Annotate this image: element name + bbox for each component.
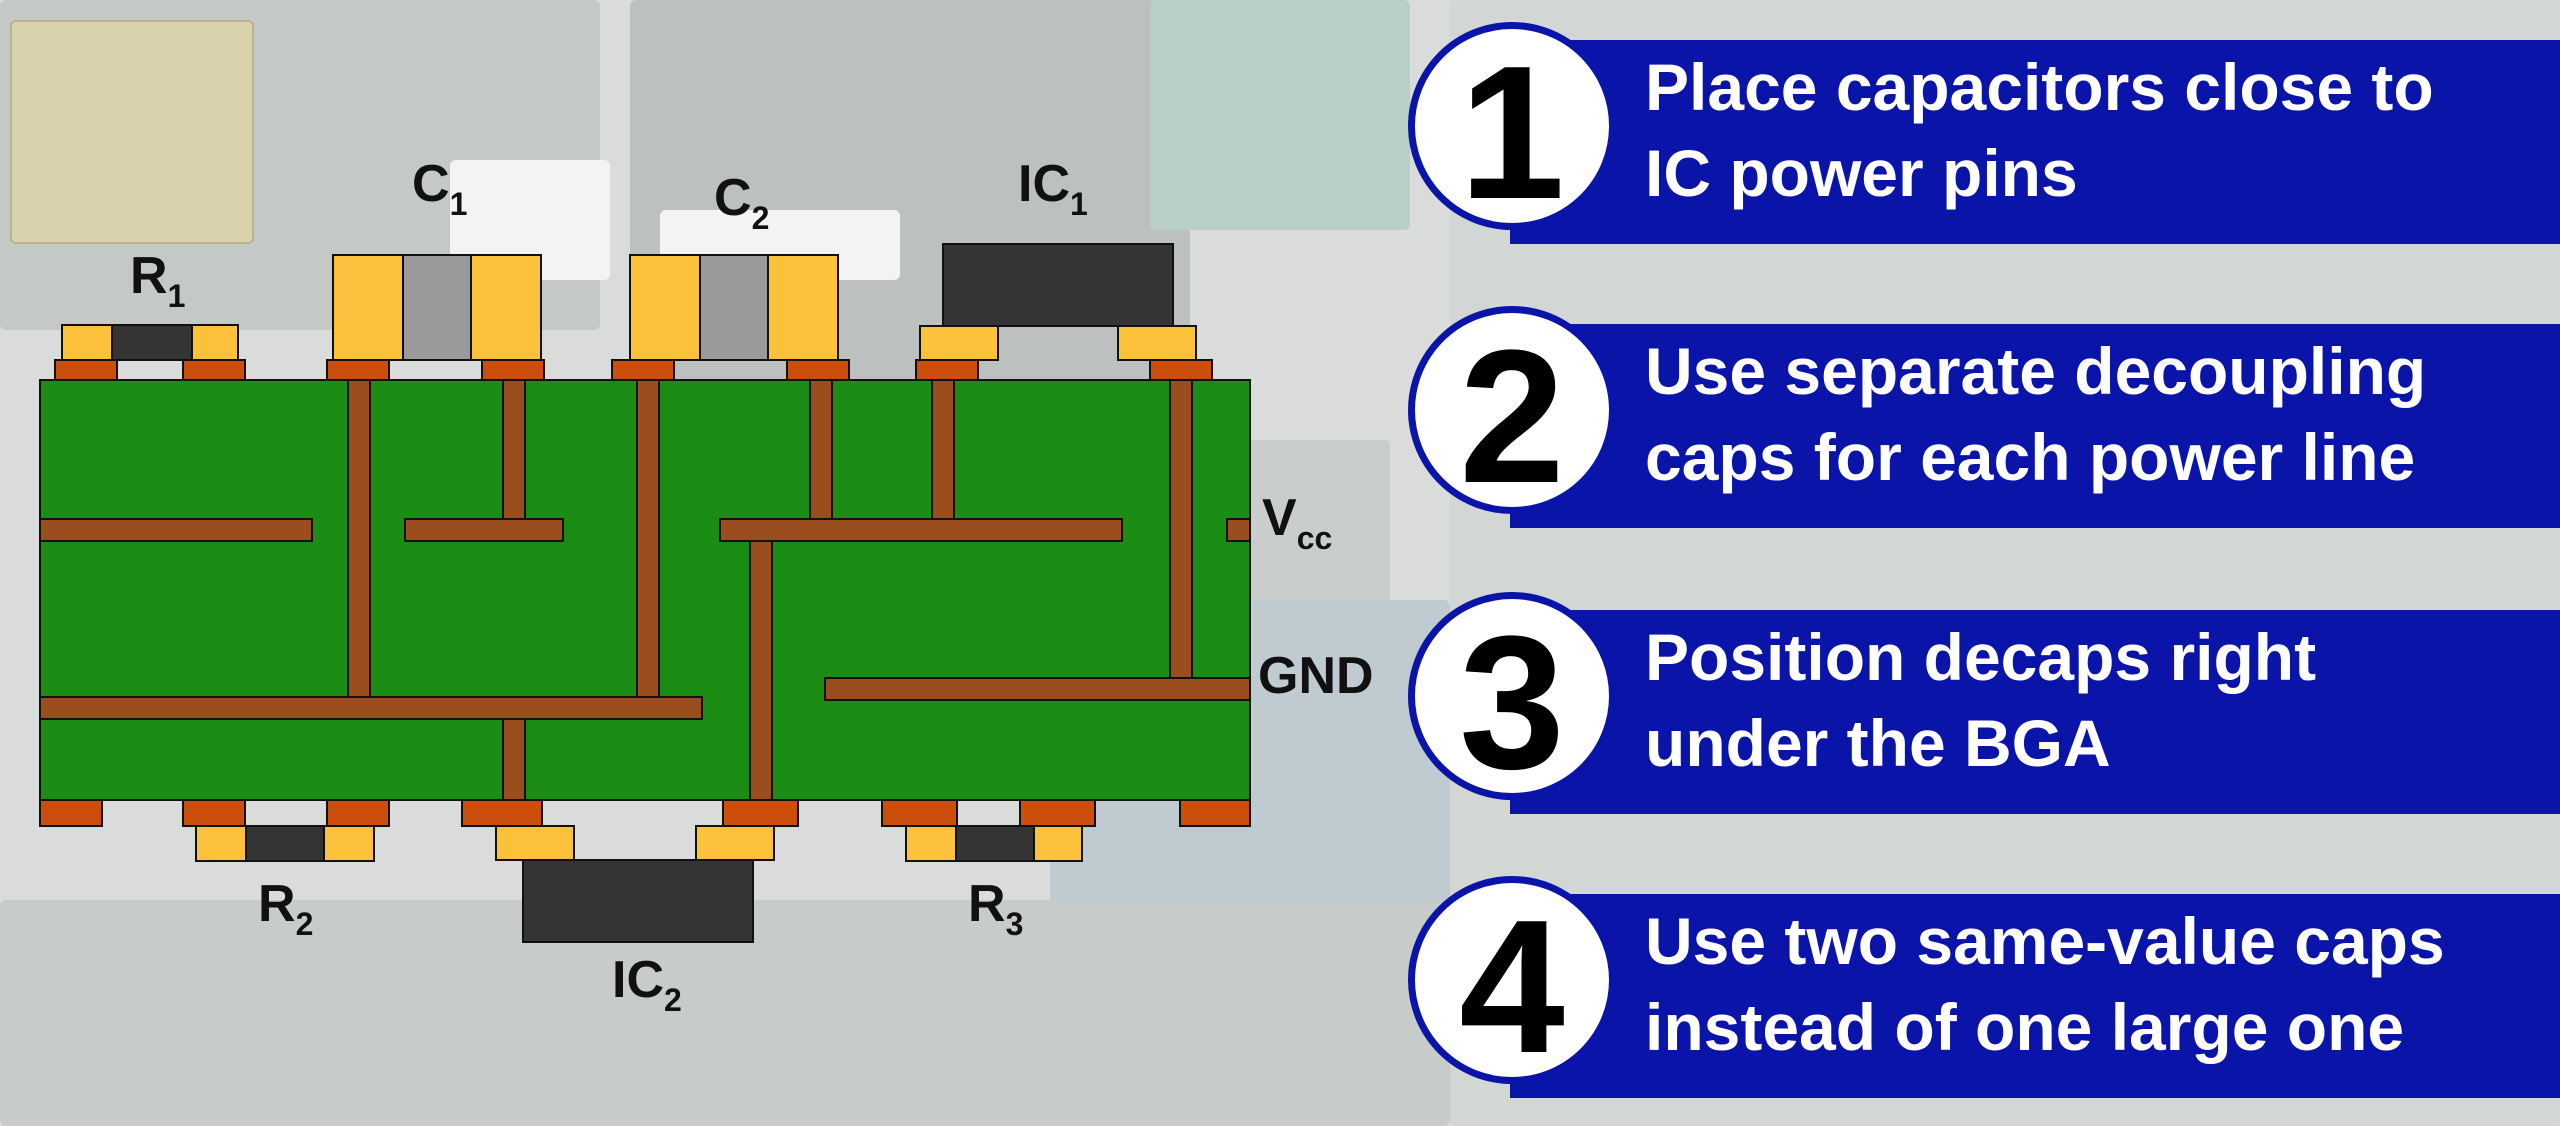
step-3: 3 Position decaps right under the BGA [1408,592,2560,814]
step-bar [1510,610,2560,814]
capacitor-c2 [629,254,839,361]
label-ic2: IC2 [612,951,682,1018]
step-bar [1510,894,2560,1098]
step-text: Place capacitors close to IC power pins [1645,44,2530,216]
step-text: Use separate decoupling caps for each po… [1645,328,2530,500]
ic1-chip [919,243,1197,361]
label-r2: R2 [258,875,314,942]
step-text-line2: IC power pins [1645,136,2078,210]
label-gnd: GND [1258,647,1374,705]
top-pads [54,359,1213,381]
step-text-line1: Position decaps right [1645,620,2317,694]
step-1: 1 Place capacitors close to IC power pin… [1408,22,2560,244]
resistor-r2 [195,825,375,862]
step-text: Position decaps right under the BGA [1645,614,2530,786]
resistor-r1 [61,324,239,361]
capacitor-c1 [332,254,542,361]
resistor-r3 [905,825,1083,862]
step-number-circle: 1 [1408,22,1616,230]
step-number-circle: 4 [1408,876,1616,1084]
step-number: 4 [1459,881,1565,1093]
label-r1: R1 [130,247,186,314]
step-text-line1: Use two same-value caps [1645,904,2445,978]
label-c2: C2 [714,169,770,236]
step-text-line2: caps for each power line [1645,420,2416,494]
step-bar [1510,324,2560,528]
step-number: 3 [1459,597,1565,809]
label-r3: R3 [968,875,1024,942]
ic2-chip [495,825,775,943]
step-number-circle: 2 [1408,306,1616,514]
label-c1: C1 [412,155,468,222]
step-text-line1: Place capacitors close to [1645,50,2434,124]
label-ic1: IC1 [1018,155,1088,222]
step-number: 2 [1459,311,1565,523]
step-text: Use two same-value caps instead of one l… [1645,898,2530,1070]
step-4: 4 Use two same-value caps instead of one… [1408,876,2560,1098]
label-vcc: Vcc [1262,489,1333,556]
step-number-circle: 3 [1408,592,1616,800]
step-bar [1510,40,2560,244]
pcb-diagram [39,243,1251,943]
bottom-pads [39,799,1251,827]
step-2: 2 Use separate decoupling caps for each … [1408,306,2560,528]
step-text-line1: Use separate decoupling [1645,334,2427,408]
step-text-line2: instead of one large one [1645,990,2405,1064]
step-text-line2: under the BGA [1645,706,2111,780]
step-number: 1 [1459,27,1565,239]
